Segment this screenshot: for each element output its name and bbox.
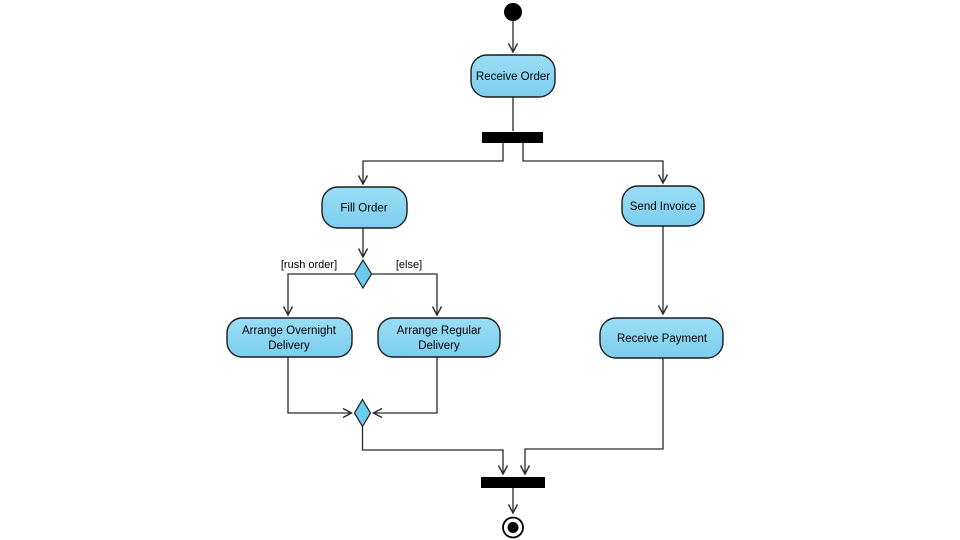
activity-arrange-regular-delivery-label-line1: Arrange Regular bbox=[397, 325, 482, 337]
fork-bar bbox=[482, 132, 543, 143]
activity-arrange-overnight-delivery: Arrange Overnight Delivery bbox=[226, 317, 353, 358]
edge-decision-to-arrange-overnight bbox=[282, 273, 355, 317]
activity-send-invoice: Send Invoice bbox=[621, 185, 705, 227]
activity-arrange-overnight-delivery-label-line1: Arrange Overnight bbox=[242, 325, 337, 337]
edge-decision-to-arrange-regular bbox=[371, 273, 443, 317]
edge-receive-payment-to-join bbox=[519, 358, 664, 476]
activity-receive-payment-label: Receive Payment bbox=[617, 333, 708, 345]
activity-arrange-regular-delivery-label-line2: Delivery bbox=[418, 340, 460, 352]
edge-merge-to-join bbox=[361, 426, 509, 476]
guard-label-else: [else] bbox=[396, 259, 422, 271]
activity-fill-order-label: Fill Order bbox=[340, 203, 387, 215]
activity-fill-order: Fill Order bbox=[321, 186, 408, 229]
activity-receive-order-label: Receive Order bbox=[476, 71, 550, 83]
activity-receive-payment: Receive Payment bbox=[599, 317, 724, 359]
guard-label-rush-order: [rush order] bbox=[281, 259, 337, 271]
merge-diamond bbox=[353, 398, 372, 428]
edge-arrange-regular-to-merge bbox=[372, 357, 438, 419]
activity-arrange-overnight-delivery-label-line2: Delivery bbox=[268, 340, 310, 352]
final-node-dot bbox=[507, 522, 519, 533]
edge-fork-to-fill-order bbox=[357, 143, 504, 186]
decision-diamond bbox=[353, 258, 373, 290]
edge-fork-to-send-invoice bbox=[522, 143, 669, 185]
activity-send-invoice-label: Send Invoice bbox=[630, 201, 697, 213]
edge-arrange-overnight-to-merge bbox=[287, 357, 353, 419]
activity-receive-order: Receive Order bbox=[470, 54, 556, 98]
join-bar bbox=[481, 477, 545, 488]
activity-arrange-regular-delivery: Arrange Regular Delivery bbox=[377, 317, 501, 358]
initial-node bbox=[504, 3, 522, 21]
